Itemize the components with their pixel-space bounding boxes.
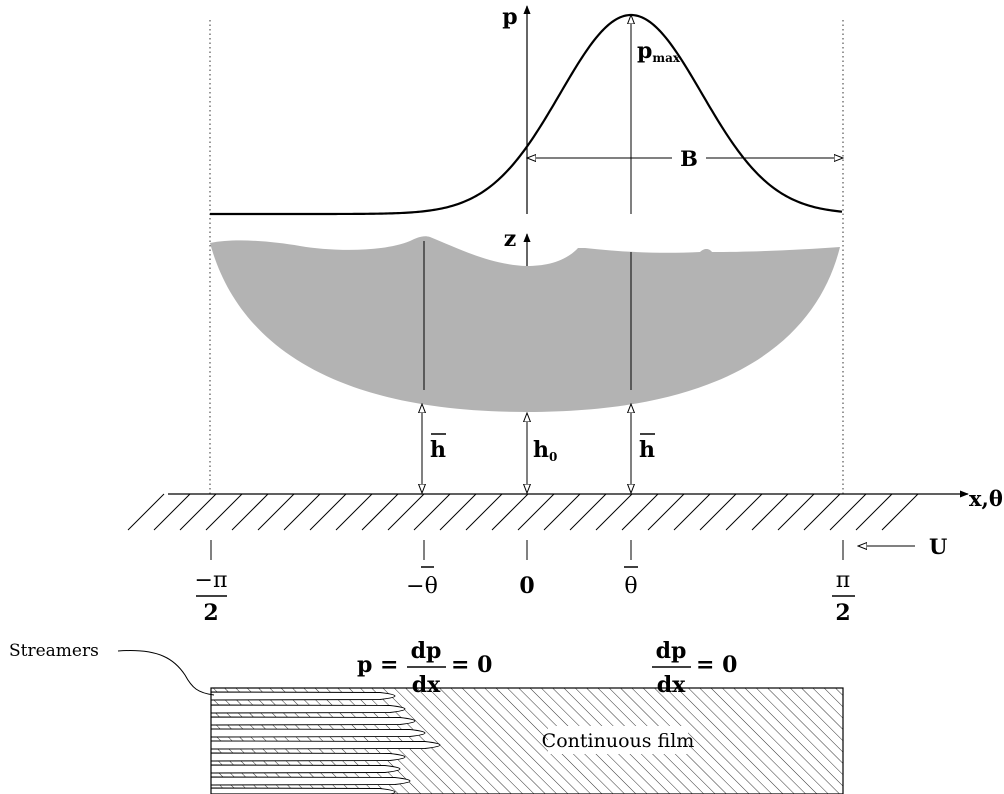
hatch-mark <box>309 493 347 531</box>
h0-label: h0 <box>533 437 557 464</box>
hatch-mark <box>413 493 451 531</box>
continuous-film-label: Continuous film <box>542 730 695 752</box>
svg-text:−π: −π <box>195 568 228 593</box>
hatch-mark <box>335 493 373 531</box>
svg-text:h: h <box>639 437 655 463</box>
streamers-label: Streamers <box>9 641 99 661</box>
hatch-mark <box>127 493 165 531</box>
b-label: B <box>680 146 698 171</box>
hatch-mark <box>491 493 529 531</box>
theta-bar-label: θ <box>624 566 638 599</box>
svg-text:θ: θ <box>624 574 637 599</box>
hatch-mark <box>517 493 555 531</box>
svg-text:−θ: −θ <box>406 574 438 599</box>
hatch-mark <box>881 493 919 531</box>
film-outline <box>210 687 844 794</box>
x-theta-label: x,θ <box>969 486 1003 511</box>
streamer-finger <box>211 728 426 738</box>
film-plan-view: Continuous film Streamers <box>9 641 844 794</box>
hatch-mark <box>283 493 321 531</box>
z-axis-label: z <box>504 226 517 252</box>
streamer-finger <box>211 691 396 701</box>
hatch-mark <box>855 493 893 531</box>
svg-text:= 0: = 0 <box>451 652 492 678</box>
streamer-finger <box>211 787 396 794</box>
streamer-finger <box>211 716 416 726</box>
svg-text:dp: dp <box>411 638 442 664</box>
hatch-mark <box>465 493 503 531</box>
hatch-mark <box>751 493 789 531</box>
hatch-mark <box>257 493 295 531</box>
h-bar-left-label: h <box>430 433 446 463</box>
surface-hatch <box>127 493 919 531</box>
pi-over-2-label: π 2 <box>832 568 855 626</box>
svg-text:dp: dp <box>656 638 687 664</box>
hatch-mark <box>361 493 399 531</box>
roller-section: z h h0 h <box>210 226 840 493</box>
neg-pi-over-2-label: −π 2 <box>195 568 228 626</box>
svg-text:2: 2 <box>835 600 850 626</box>
hatch-mark <box>569 493 607 531</box>
hatch-mark <box>803 493 841 531</box>
hatch-mark <box>231 493 269 531</box>
streamer-finger <box>211 752 406 762</box>
svg-text:h: h <box>430 437 446 463</box>
hatch-mark <box>777 493 815 531</box>
boundary-condition-left: p = dp dx = 0 <box>357 638 492 698</box>
streamer-finger <box>211 776 411 786</box>
hatch-mark <box>647 493 685 531</box>
hatch-mark <box>205 493 243 531</box>
hatch-mark <box>699 493 737 531</box>
hatch-mark <box>387 493 425 531</box>
streamers-leader-line <box>117 650 215 696</box>
p-axis-label: p <box>502 4 517 30</box>
neg-theta-bar-label: −θ <box>406 566 438 599</box>
hatch-mark <box>439 493 477 531</box>
moving-surface: x,θ U <box>127 486 1003 560</box>
streamer-finger <box>211 704 406 714</box>
u-label: U <box>929 534 947 559</box>
streamer-finger <box>211 764 401 774</box>
fluid-shaded-region <box>210 236 840 412</box>
p-max-label: pmax <box>637 38 681 65</box>
hatch-mark <box>595 493 633 531</box>
streamers-group <box>211 691 441 794</box>
hatch-mark <box>673 493 711 531</box>
h-bar-right-label: h <box>639 433 655 463</box>
continuous-film-label-bg <box>548 726 688 754</box>
svg-text:π: π <box>836 568 850 593</box>
streamer-finger <box>211 740 441 750</box>
pressure-curve <box>210 13 843 216</box>
svg-text:p =: p = <box>357 652 398 678</box>
svg-text:= 0: = 0 <box>696 652 737 678</box>
hatch-mark <box>621 493 659 531</box>
zero-label: 0 <box>519 573 534 599</box>
hatch-mark <box>153 493 191 531</box>
hatch-mark <box>829 493 867 531</box>
pressure-plot: B p pmax <box>210 4 843 216</box>
hatch-mark <box>543 493 581 531</box>
hatch-mark <box>179 493 217 531</box>
hatch-mark <box>725 493 763 531</box>
tick-labels: −π 2 −θ 0 θ π 2 <box>195 566 855 626</box>
svg-text:2: 2 <box>203 600 218 626</box>
